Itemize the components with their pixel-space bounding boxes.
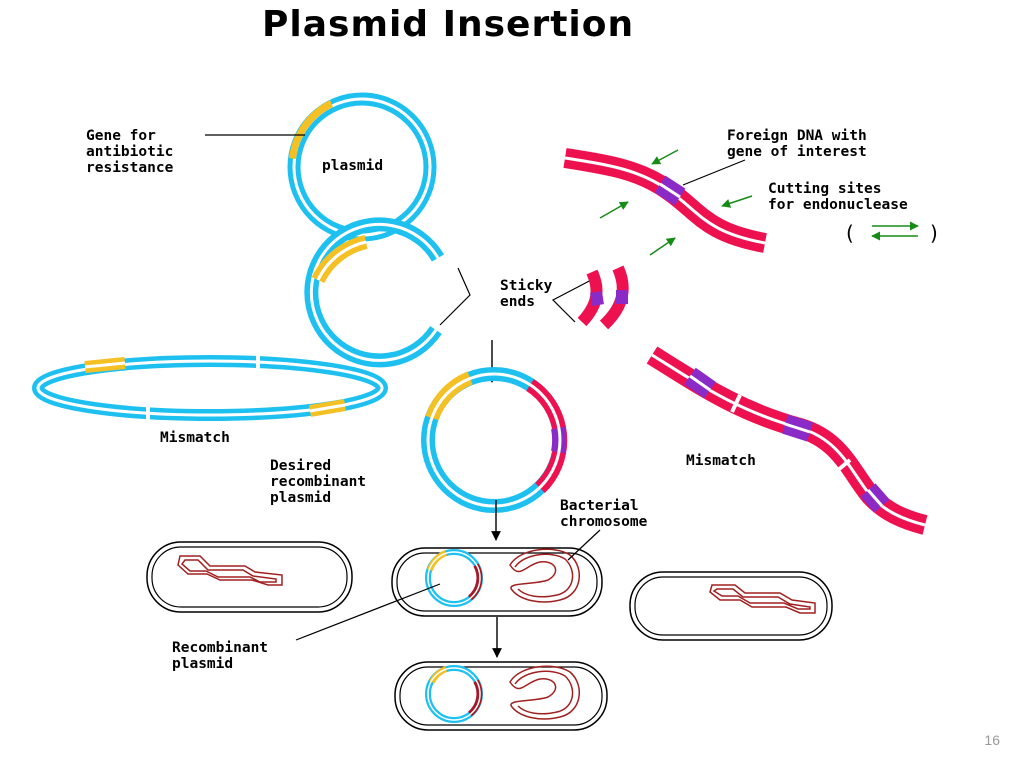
intact-plasmid [287,92,437,242]
page-number: 16 [984,732,1000,748]
bacterium-right [629,571,833,641]
bacterium-bottom [394,661,608,731]
desired-recombinant-plasmid [421,367,568,513]
desired-plasmid-label: Desired recombinant plasmid [270,458,367,506]
bacterium-middle [391,547,603,617]
mismatch-left-label: Mismatch [160,430,230,446]
svg-text:(: ( [846,221,854,245]
gene-antibiotic-label: Gene for antibiotic resistance [86,128,174,176]
dna-fragment [577,265,629,330]
bacterium-left [146,541,353,613]
page-title: Plasmid Insertion [262,4,635,45]
foreign-dna [563,148,767,253]
cutting-sites-label: Cutting sites for endonuclease [768,181,908,213]
plasmid-label: plasmid [322,158,384,174]
antibiotic-gene-segment [289,100,333,159]
sticky-ends-label: Sticky ends [500,278,553,310]
cut-plasmid [304,217,445,368]
svg-text:): ) [930,221,938,245]
mismatch-dna [646,346,928,535]
foreign-dna-label: Foreign DNA with gene of interest [727,128,867,160]
mismatch-right-label: Mismatch [686,453,756,469]
recombinant-plasmid-label: Recombinant plasmid [172,640,269,672]
bacterial-chromosome-label: Bacterial chromosome [560,498,648,530]
mismatch-plasmid [32,354,388,421]
